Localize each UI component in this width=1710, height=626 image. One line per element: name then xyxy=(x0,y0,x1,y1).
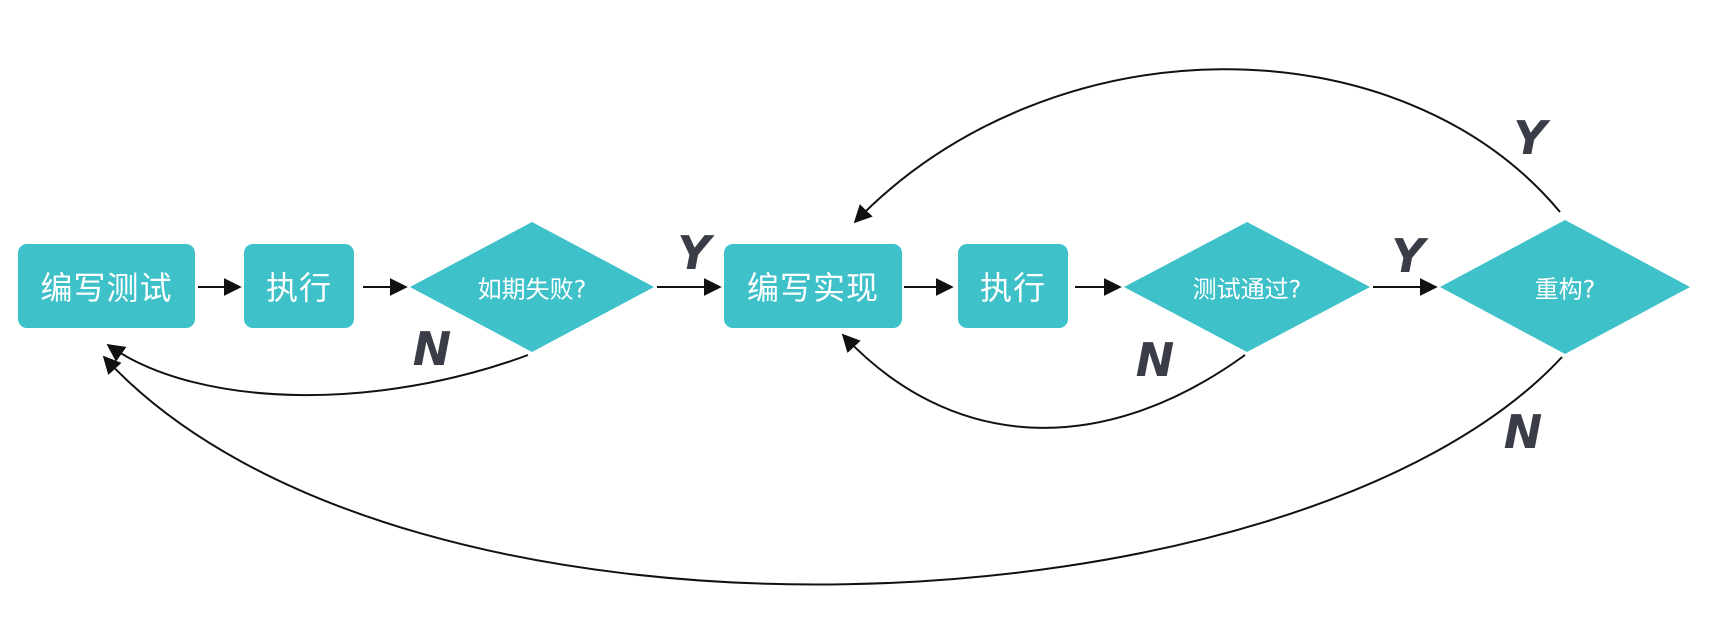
execute-2-label: 执行 xyxy=(979,269,1046,307)
refactor-label: 重构? xyxy=(1534,275,1596,304)
tests-pass-no-label: N xyxy=(1135,333,1175,387)
write-test-node: 编写测试 xyxy=(18,244,195,328)
expect-fail-label: 如期失败? xyxy=(477,275,587,304)
edge-tests-pass-no xyxy=(841,333,1246,429)
edge-expect-fail-no xyxy=(106,343,529,396)
edge-refactor-no xyxy=(102,355,1563,586)
expect-fail-diamond xyxy=(410,222,654,352)
tests-pass-yes-label: Y xyxy=(1391,229,1425,283)
tests-pass-label: 测试通过? xyxy=(1192,275,1302,304)
execute-2-node: 执行 xyxy=(958,244,1068,328)
write-impl-node: 编写实现 xyxy=(724,244,902,328)
refactor-diamond xyxy=(1440,220,1690,354)
expect-fail-no-label: N xyxy=(412,322,452,376)
refactor-no-label: N xyxy=(1503,405,1543,459)
expect-fail-yes-label: Y xyxy=(677,226,711,280)
execute-1-node: 执行 xyxy=(244,244,354,328)
write-test-label: 编写测试 xyxy=(40,269,173,307)
execute-1-label: 执行 xyxy=(265,269,332,307)
write-impl-label: 编写实现 xyxy=(746,269,879,307)
refactor-yes-label: Y xyxy=(1513,111,1547,165)
edge-refactor-yes xyxy=(853,68,1561,224)
tests-pass-diamond xyxy=(1124,222,1370,352)
